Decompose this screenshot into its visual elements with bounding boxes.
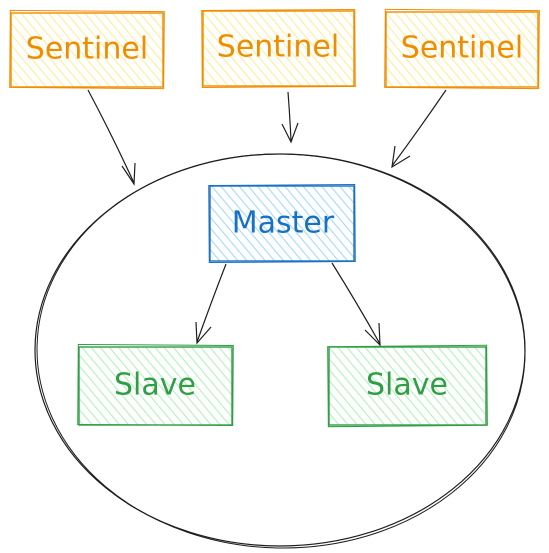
sentinel-node-1: Sentinel xyxy=(9,9,165,90)
sentinel-label-2: Sentinel xyxy=(217,30,339,65)
edge-master-to-slave-2 xyxy=(331,262,381,347)
sentinel-node-3: Sentinel xyxy=(384,8,540,90)
master-node: Master xyxy=(208,183,356,264)
slave-label-1: Slave xyxy=(114,368,196,403)
master-label: Master xyxy=(232,206,335,241)
slave-node-2: Slave xyxy=(327,344,488,428)
slave-label-2: Slave xyxy=(366,368,448,403)
sentinel-label-3: Sentinel xyxy=(401,31,523,66)
edge-sentinel-3-to-cluster xyxy=(391,89,447,169)
sentinel-label-1: Sentinel xyxy=(26,32,148,67)
slave-node-1: Slave xyxy=(77,343,234,427)
edge-master-to-slave-1 xyxy=(195,263,227,345)
edge-sentinel-2-to-cluster xyxy=(281,91,299,144)
cluster-ellipse xyxy=(34,153,526,549)
sentinel-node-2: Sentinel xyxy=(201,8,356,89)
edge-sentinel-1-to-cluster xyxy=(87,89,136,186)
